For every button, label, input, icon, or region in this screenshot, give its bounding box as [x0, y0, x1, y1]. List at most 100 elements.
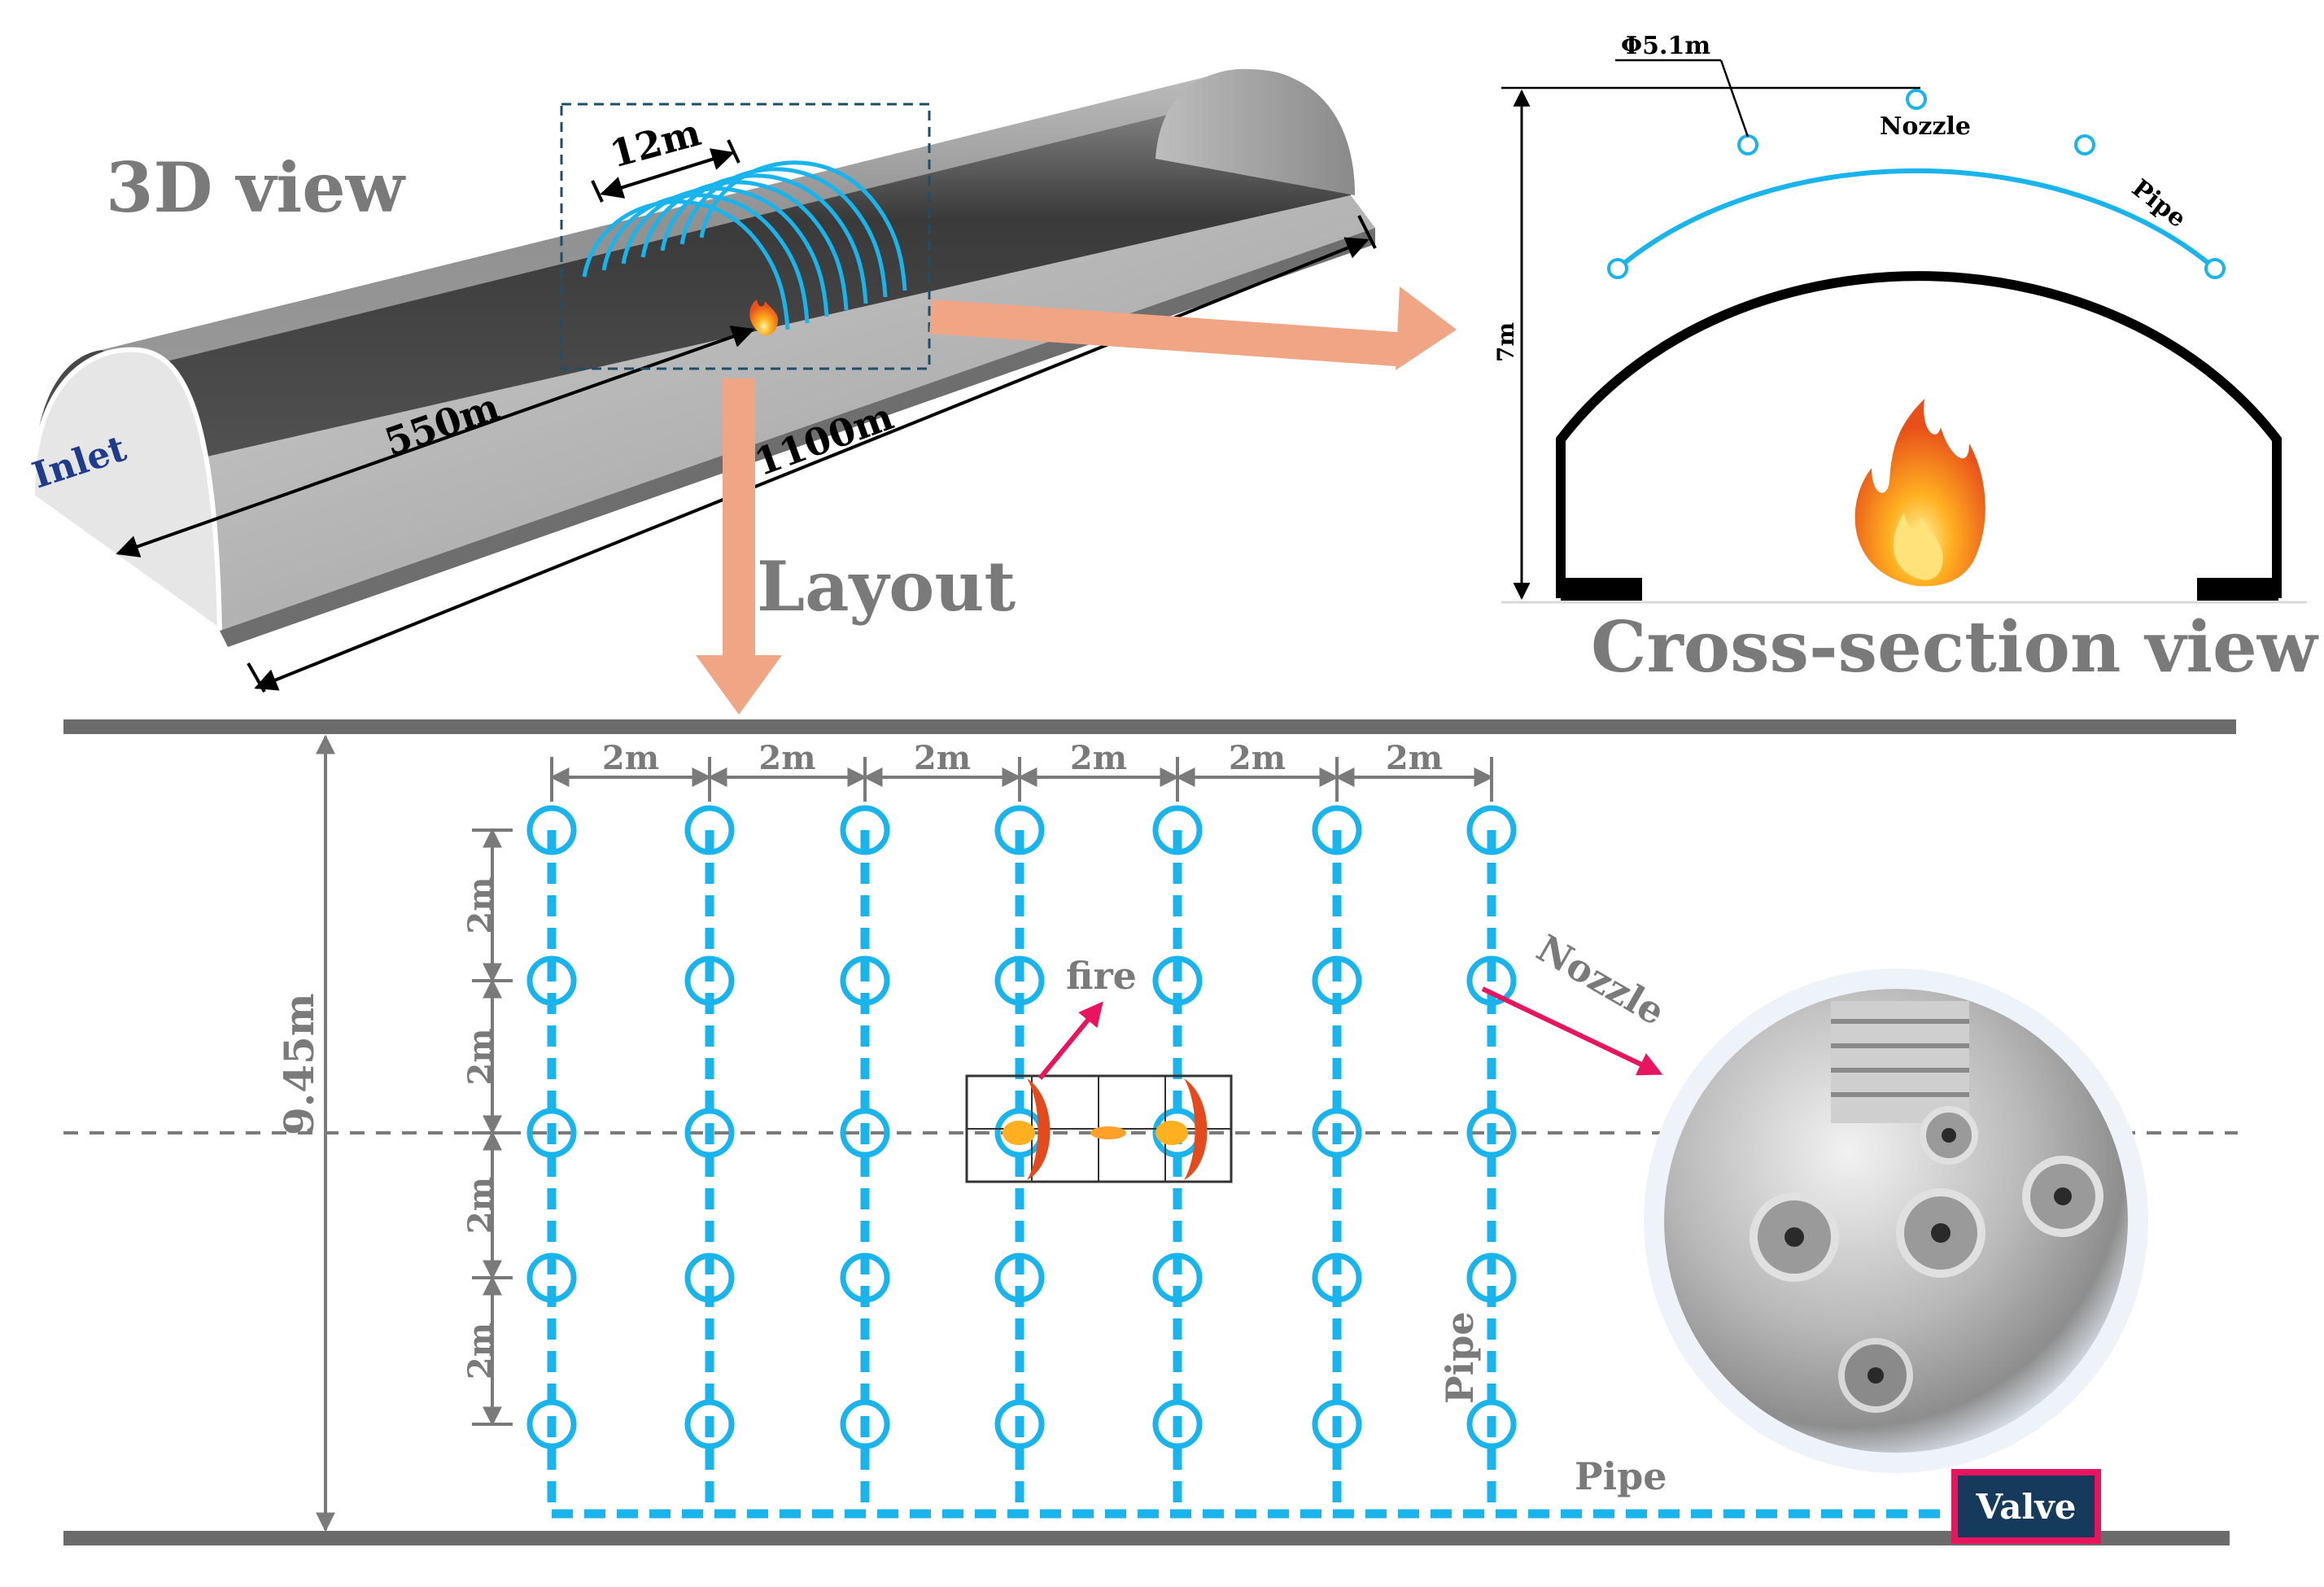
nozzle-marker: [840, 1253, 890, 1303]
section-nozzle: [2074, 134, 2095, 155]
layout-title: Layout: [757, 546, 1016, 627]
nozzle-marker: [526, 955, 577, 1006]
nozzle-marker: [684, 1253, 735, 1303]
col-spacing-label: 2m: [758, 739, 815, 777]
plan-dimensions: 2m 2m 2m 2m 2m 2m 2m 2m 2m 2m: [461, 739, 1494, 1427]
col-spacing-label: 2m: [1229, 739, 1286, 777]
nozzle-marker: [1312, 805, 1362, 855]
nozzle-marker: [994, 805, 1045, 855]
fire-icon-section: [1854, 399, 1985, 587]
row-spacing-label: 2m: [461, 1028, 500, 1085]
section-outline: [1556, 271, 2282, 598]
nozzle-marker: [1312, 1108, 1362, 1158]
col-spacing-label: 2m: [1070, 739, 1127, 777]
diameter-label: Φ5.1m: [1621, 32, 1710, 60]
nozzle-marker: [684, 955, 735, 1006]
diameter-leader-d: [1719, 59, 1750, 138]
fire-plume-1: [1027, 1078, 1051, 1180]
valve-label: Valve: [1975, 1487, 2076, 1527]
section-foot-right: [2197, 578, 2278, 601]
fire-spark: [1090, 1126, 1126, 1139]
section-foot-left: [1561, 578, 1642, 601]
arrow-to-section: [929, 286, 1457, 370]
nozzle-marker: [526, 1108, 577, 1158]
nozzle-marker: [1466, 1399, 1517, 1449]
nozzle-marker: [1466, 1108, 1517, 1158]
section-nozzles: [1607, 89, 2226, 279]
pipe-arc-3d: [601, 193, 810, 324]
nozzle-pointer-arrow: [1481, 986, 1663, 1076]
nozzle-marker: [1312, 1253, 1362, 1303]
fire-label: fire: [1066, 954, 1137, 998]
col-spacing-label: 2m: [1386, 739, 1443, 777]
dim-1100m-line: [254, 237, 1370, 691]
row-spacing-label: 2m: [461, 877, 500, 933]
nozzle-marker: [840, 805, 890, 855]
nozzle-marker: [526, 1253, 577, 1303]
dim-12m-line: [600, 148, 735, 199]
section-pipe-label: Pipe: [2126, 174, 2191, 234]
section-pipe: [1616, 168, 2217, 271]
cross-section: 7m Φ5.1m Nozzle Pipe: [1492, 32, 2307, 604]
row-spacing-label: 2m: [461, 1322, 500, 1379]
section-nozzle: [1737, 134, 1758, 155]
nozzle-marker: [526, 1399, 577, 1449]
nozzle-marker: [994, 1399, 1045, 1449]
nozzle-marker: [1152, 1399, 1203, 1449]
nozzle-label: Nozzle: [1530, 926, 1673, 1034]
pipe-arc-3d: [660, 173, 868, 304]
tunnel-end-cap: [1155, 68, 1355, 195]
pipe-label-vertical: Pipe: [1438, 1312, 1482, 1405]
section-nozzle: [2204, 258, 2226, 279]
nozzle-marker: [994, 1253, 1045, 1303]
view3d-title: 3D view: [106, 147, 406, 228]
nozzle-marker: [1466, 805, 1517, 855]
dim-1100m-tick-right: [1357, 215, 1377, 249]
nozzle-marker: [840, 1108, 890, 1158]
plan-nozzles: [526, 805, 1517, 1449]
nozzle-marker: [684, 1399, 735, 1449]
arrow-to-layout: [696, 378, 782, 715]
section-title: Cross-section view: [1591, 606, 2319, 689]
detail-box: [560, 103, 931, 370]
nozzle-marker: [1466, 1253, 1517, 1303]
pipe-arc-3d: [640, 180, 849, 311]
nozzle-marker: [1312, 955, 1362, 1006]
pipe-arc-3d: [621, 186, 829, 317]
nozzle-marker: [1152, 1253, 1203, 1303]
valve-box: Valve: [1951, 1469, 2101, 1544]
fire-pointer-arrow: [1038, 1001, 1103, 1080]
pipe-arcs-3d: [582, 160, 907, 330]
section-nozzle: [1607, 258, 1628, 279]
col-spacing-label: 2m: [914, 739, 971, 777]
row-spacing-label: 2m: [461, 1177, 500, 1234]
dim-7m-label: 7m: [1492, 322, 1519, 362]
nozzle-marker: [1312, 1399, 1362, 1449]
fire-core-2: [1155, 1121, 1188, 1145]
nozzle-marker: [526, 805, 577, 855]
nozzle-marker: [1152, 805, 1203, 855]
nozzle-marker: [1466, 955, 1517, 1006]
section-nozzle-label: Nozzle: [1880, 112, 1971, 141]
nozzle-marker: [840, 955, 890, 1006]
fire-icon-3d: [749, 299, 779, 336]
nozzle-marker: [994, 955, 1045, 1006]
pipe-arc-3d: [582, 199, 790, 330]
fire-zone: [965, 1074, 1233, 1183]
nozzle-marker: [684, 1108, 735, 1158]
nozzle-marker: [840, 1399, 890, 1449]
dim-12m-tick-right: [727, 139, 740, 164]
nozzle-photo: [1644, 968, 2148, 1473]
dim-1100m-tick-left: [247, 662, 266, 693]
col-spacing-label: 2m: [602, 739, 659, 777]
fire-plume-2: [1184, 1078, 1208, 1180]
pipe-label-horizontal: Pipe: [1575, 1454, 1667, 1498]
nozzle-marker: [684, 805, 735, 855]
fire-core-1: [1003, 1121, 1035, 1145]
dim-12m-tick-left: [591, 180, 604, 203]
section-nozzle: [1906, 89, 1927, 110]
nozzle-marker: [1152, 955, 1203, 1006]
